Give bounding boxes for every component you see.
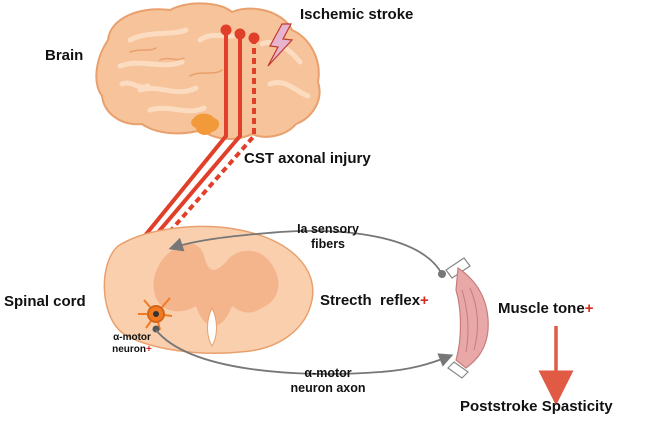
motor-neuron-plus: + xyxy=(146,344,152,355)
motor-neuron-icon xyxy=(138,297,173,331)
motor-axon-label: α-motor neuron axon xyxy=(268,366,388,396)
spinal-cord-label: Spinal cord xyxy=(4,293,86,310)
motor-axon-line2: neuron axon xyxy=(290,381,366,395)
ia-sensory-fiber-arrow xyxy=(168,230,443,275)
muscle-tone-label: Muscle tone+ xyxy=(498,300,593,317)
spasticity-label: Poststroke Spasticity xyxy=(460,398,613,415)
ischemic-stroke-label: Ischemic stroke xyxy=(300,6,414,23)
muscle-tone-plus: + xyxy=(584,300,594,317)
muscle-tone-text: Muscle tone xyxy=(498,300,585,317)
muscle-illustration xyxy=(445,257,489,379)
motor-neuron-label: α-motor neuron+ xyxy=(104,332,160,356)
brain-label: Brain xyxy=(45,47,84,64)
ia-fibers-label: Ia sensory fibers xyxy=(282,222,374,252)
alpha-motor-axon-arrow xyxy=(155,329,454,375)
cst-injury-label: CST axonal injury xyxy=(244,150,371,167)
tract-origin-dots xyxy=(220,24,260,44)
stretch-reflex-label: Strecth reflex+ xyxy=(320,292,429,309)
motor-neuron-line2: neuron+ xyxy=(104,344,160,356)
motor-neuron-line1: α-motor xyxy=(113,332,151,343)
stretch-reflex-plus: + xyxy=(420,292,429,309)
ia-fibers-line2: fibers xyxy=(310,237,346,251)
ia-fibers-line1: Ia sensory xyxy=(297,222,359,236)
lightning-icon xyxy=(267,23,294,67)
muscle-spindle-dot xyxy=(438,270,446,278)
motor-neuron-text: neuron xyxy=(112,344,147,355)
motor-axon-line1: α-motor xyxy=(304,366,352,380)
stretch-reflex-text: Strecth reflex xyxy=(320,292,421,309)
